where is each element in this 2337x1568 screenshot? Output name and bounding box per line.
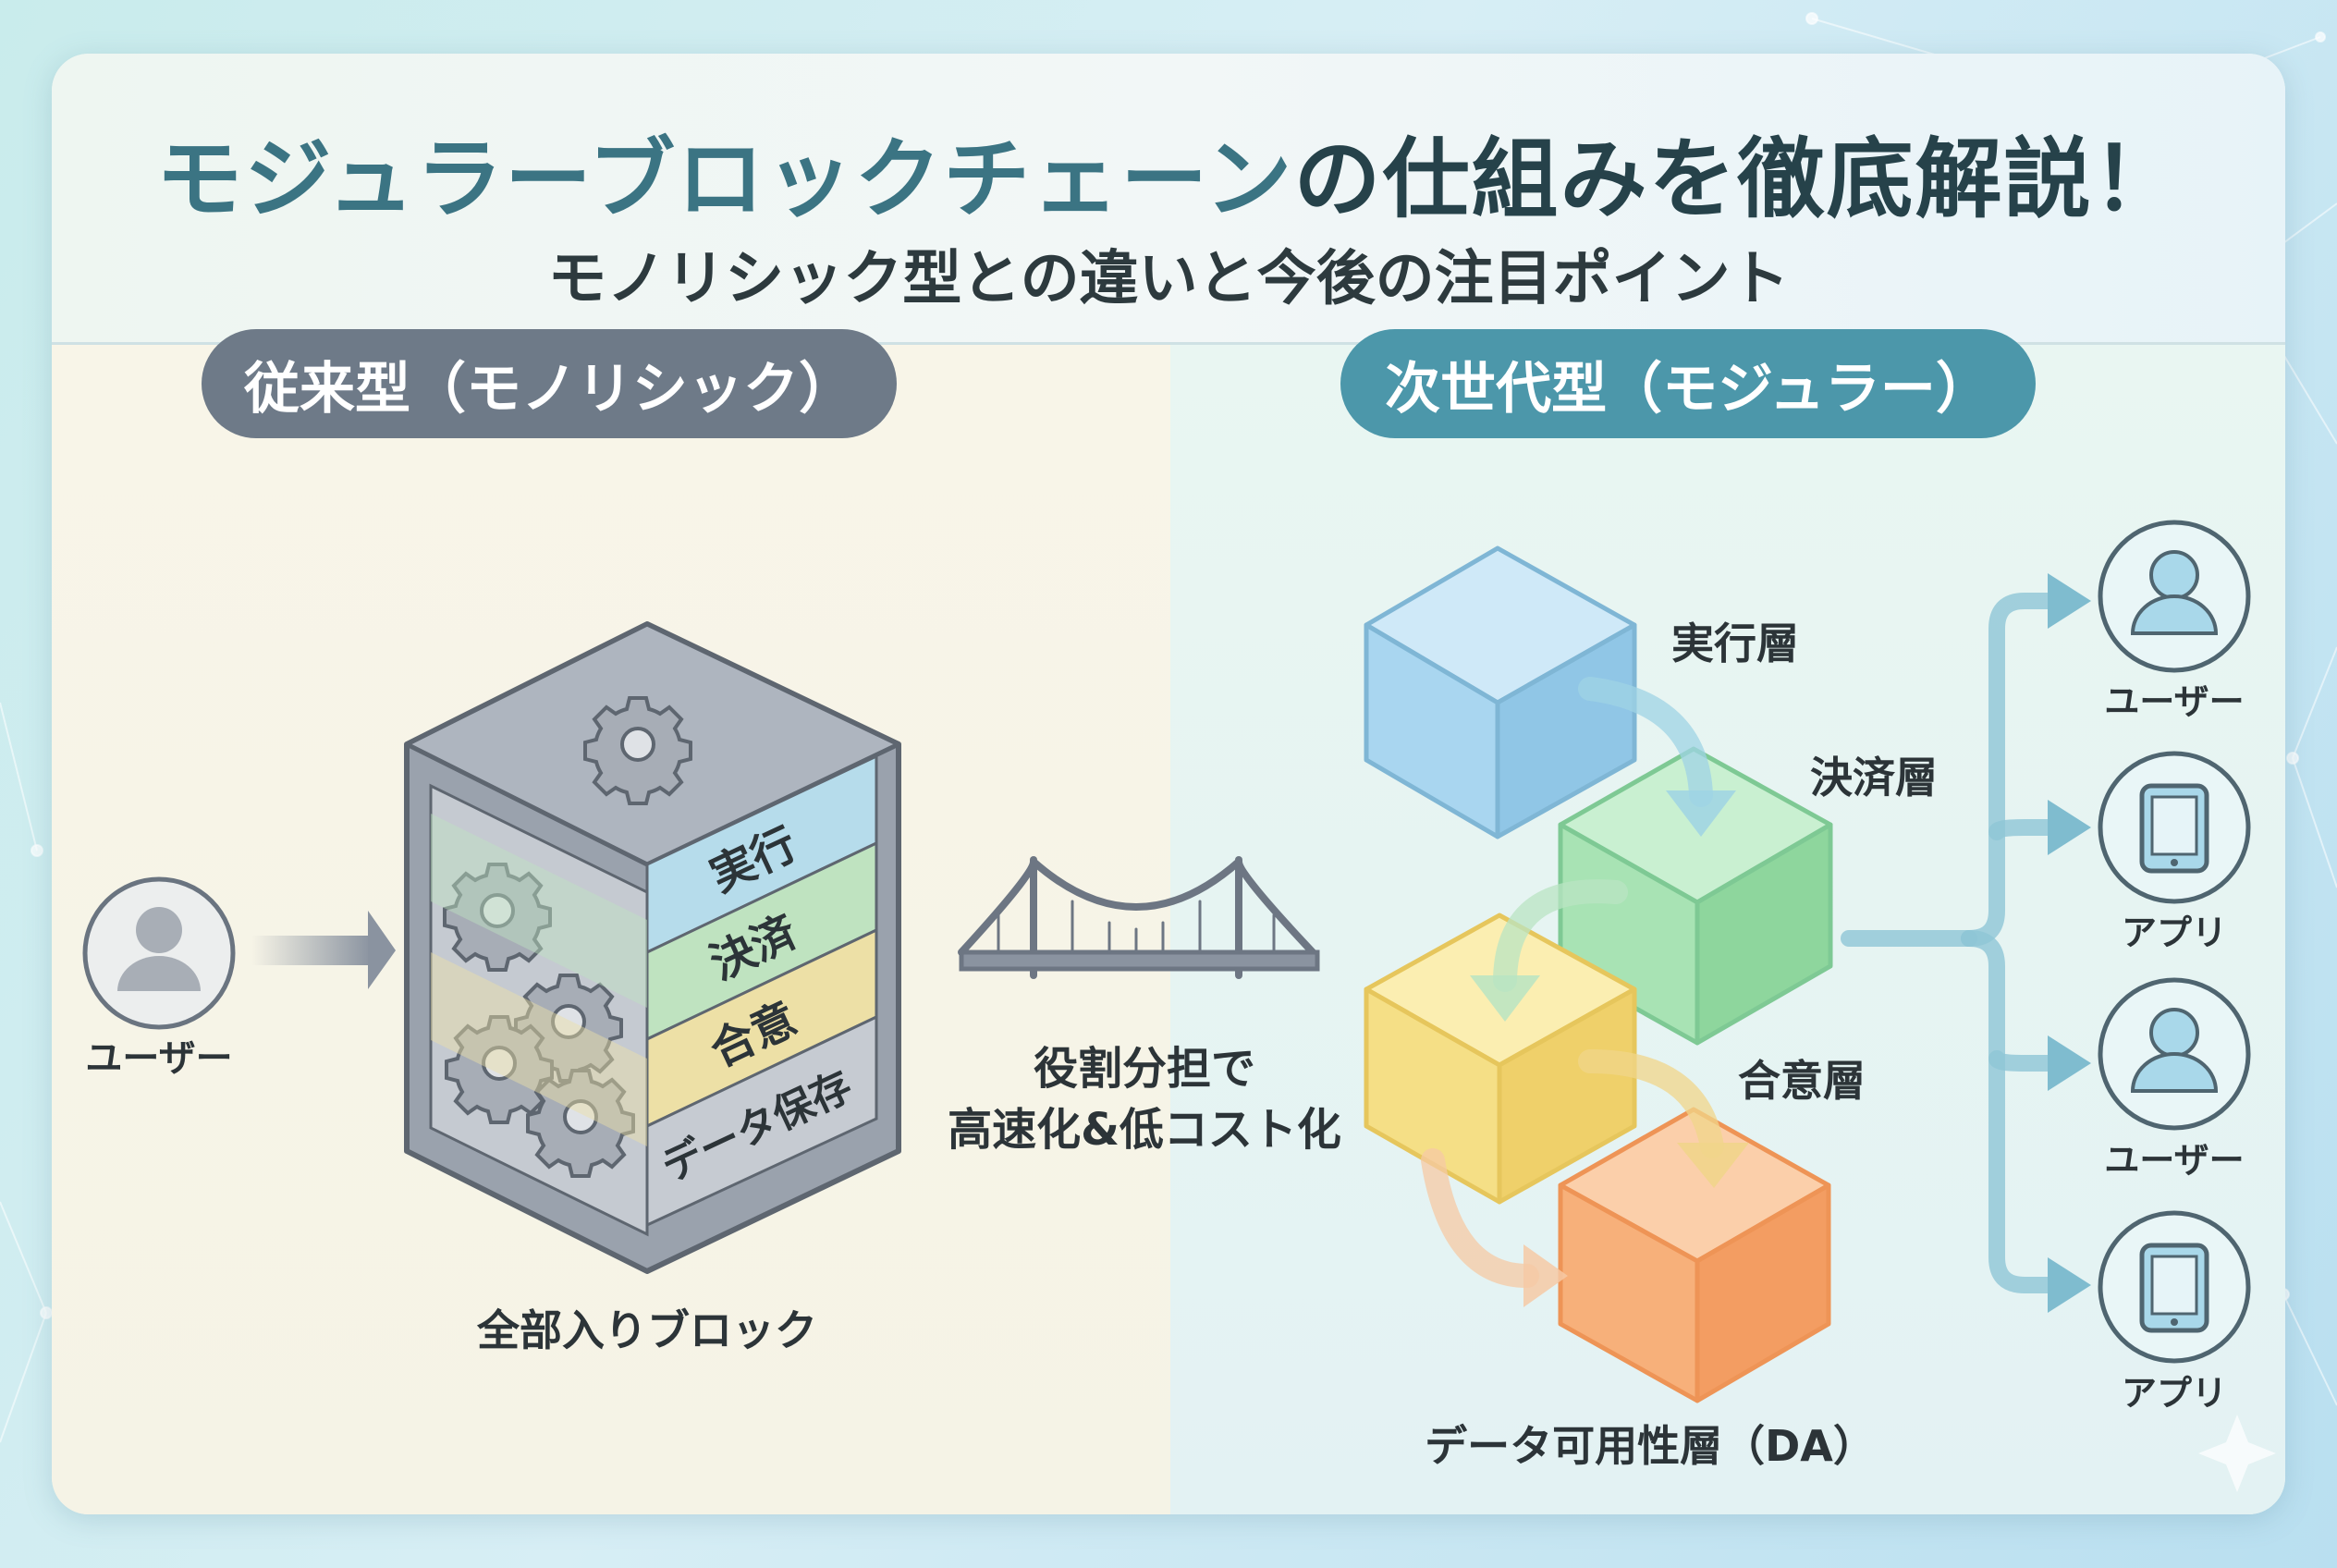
- output-label-4: アプリ: [2122, 1373, 2227, 1414]
- output-label-1: ユーザー: [2104, 681, 2244, 722]
- bridge-caption-line2: 高速化&低コスト化: [948, 1104, 1341, 1156]
- bridge-caption-line1: 役割分担で: [1034, 1043, 1255, 1095]
- left-user-label: ユーザー: [85, 1037, 232, 1080]
- flow-arrows: [1421, 677, 1749, 1307]
- output-app-1: [2098, 751, 2251, 904]
- output-user-2: [2098, 977, 2251, 1131]
- output-label-3: ユーザー: [2104, 1140, 2244, 1181]
- main-card: モジュラーブロックチェーンの仕組みを徹底解説！ モノリシック型との違いと今後の注…: [52, 54, 2285, 1514]
- data-availability-layer-label: データ可用性層（DA）: [1425, 1421, 1876, 1471]
- monolithic-heading: 従来型（モノリシック）: [202, 329, 897, 438]
- modular-heading: 次世代型（モジュラー）: [1340, 329, 2036, 438]
- consensus-layer-label: 合意層: [1738, 1056, 1866, 1106]
- distribution-lines: [1841, 593, 2061, 1293]
- distribution-arrowheads: [2048, 573, 2091, 1313]
- header: モジュラーブロックチェーンの仕組みを徹底解説！ モノリシック型との違いと今後の注…: [52, 54, 2285, 345]
- title-accent: モジュラーブロックチェーン: [155, 129, 1294, 230]
- settlement-layer-label: 決済層: [1810, 753, 1938, 802]
- output-label-2: アプリ: [2122, 913, 2227, 953]
- monolithic-block: 実行 決済 合意 データ保存: [404, 621, 901, 1274]
- output-user-1: [2098, 520, 2251, 673]
- output-app-2: [2098, 1210, 2251, 1364]
- block-caption: 全部入りブロック: [476, 1305, 817, 1355]
- cube-execution-layer: [1364, 545, 1637, 839]
- page-title: モジュラーブロックチェーンの仕組みを徹底解説！: [52, 109, 2285, 235]
- bridge-icon: [958, 856, 1320, 979]
- user-to-block-arrow: [251, 911, 396, 989]
- cube-data-availability-layer: [1558, 1107, 1831, 1403]
- left-user-icon: [82, 876, 236, 1030]
- execution-layer-label: 実行層: [1671, 619, 1799, 668]
- title-rest: の仕組みを徹底解説！: [1293, 129, 2182, 230]
- page-subtitle: モノリシック型との違いと今後の注目ポイント: [547, 245, 1790, 313]
- sparkle-icon: [2198, 1415, 2276, 1492]
